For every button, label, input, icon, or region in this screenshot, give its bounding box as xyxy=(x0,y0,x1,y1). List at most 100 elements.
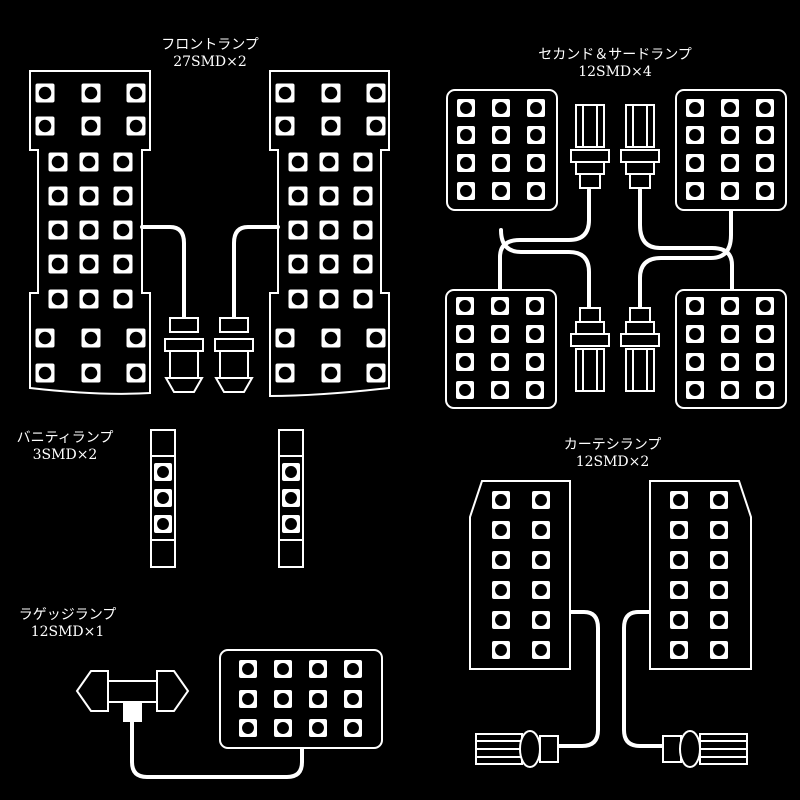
smd-led-lens xyxy=(82,223,96,237)
front-lamp-label: フロントランプ 27SMD×2 xyxy=(145,37,275,71)
smd-led-lens xyxy=(356,189,370,203)
luggage-lamp-spec: 12SMD×1 xyxy=(30,624,105,640)
smd-led-lens xyxy=(724,157,736,169)
smd-led-lens xyxy=(495,185,507,197)
second-third-lamp-label: セカンド＆サードランプ 12SMD×4 xyxy=(515,47,715,81)
courtesy-lamp-left xyxy=(469,480,571,670)
smd-led-lens xyxy=(724,185,736,197)
smd-led-lens xyxy=(82,257,96,271)
smd-led-lens xyxy=(116,257,130,271)
smd-led-lens xyxy=(84,86,98,100)
smd-led-lens xyxy=(530,129,542,141)
vanity-lamp-right xyxy=(278,429,304,568)
smd-led-lens xyxy=(673,554,685,566)
smd-led-lens xyxy=(759,356,771,368)
smd-led-lens xyxy=(713,554,725,566)
courtesy-wire-left xyxy=(556,610,600,748)
smd-led-lens xyxy=(535,644,547,656)
smd-led-lens xyxy=(116,292,130,306)
smd-led-lens xyxy=(759,328,771,340)
smd-led-lens xyxy=(724,328,736,340)
smd-led-lens xyxy=(322,257,336,271)
smd-led-lens xyxy=(724,300,736,312)
smd-led-lens xyxy=(285,466,297,478)
vanity-lamp-label: バニティランプ 3SMD×2 xyxy=(5,430,125,464)
smd-led-lens xyxy=(530,185,542,197)
smd-led-lens xyxy=(689,328,701,340)
smd-led-lens xyxy=(673,614,685,626)
smd-led-lens xyxy=(116,155,130,169)
smd-led-lens xyxy=(724,129,736,141)
smd-led-lens xyxy=(535,614,547,626)
smd-led-lens xyxy=(495,102,507,114)
smd-led-lens xyxy=(673,494,685,506)
smd-led-lens xyxy=(495,614,507,626)
smd-led-lens xyxy=(759,300,771,312)
second-third-panel-top-right xyxy=(675,89,787,211)
smd-led-lens xyxy=(51,223,65,237)
smd-led-lens xyxy=(84,366,98,380)
front-plug-right xyxy=(214,317,254,393)
smd-led-lens xyxy=(38,86,52,100)
smd-led-lens xyxy=(759,157,771,169)
smd-led-lens xyxy=(460,129,472,141)
second-third-bulb-bottom-right xyxy=(620,307,660,392)
smd-led-lens xyxy=(38,366,52,380)
smd-led-lens xyxy=(347,693,359,705)
smd-led-lens xyxy=(759,384,771,396)
smd-led-lens xyxy=(277,663,289,675)
smd-led-lens xyxy=(460,102,472,114)
smd-led-lens xyxy=(322,223,336,237)
smd-led-lens xyxy=(494,328,506,340)
smd-led-lens xyxy=(82,155,96,169)
smd-led-lens xyxy=(347,663,359,675)
smd-led-lens xyxy=(460,157,472,169)
smd-led-lens xyxy=(242,663,254,675)
smd-led-lens xyxy=(495,157,507,169)
smd-led-lens xyxy=(495,584,507,596)
smd-led-lens xyxy=(535,584,547,596)
front-plug-left xyxy=(164,317,204,393)
second-third-lamp-title: セカンド＆サードランプ xyxy=(538,47,692,63)
second-third-panel-bottom-right xyxy=(675,289,787,409)
smd-led-lens xyxy=(495,524,507,536)
smd-led-lens xyxy=(356,155,370,169)
smd-led-lens xyxy=(277,693,289,705)
courtesy-lamp-title: カーテシランプ xyxy=(563,437,662,453)
smd-led-lens xyxy=(82,292,96,306)
smd-led-lens xyxy=(530,102,542,114)
smd-led-lens xyxy=(116,223,130,237)
vanity-lamp-title: バニティランプ xyxy=(16,430,114,446)
smd-led-lens xyxy=(129,119,143,133)
smd-led-lens xyxy=(495,554,507,566)
smd-led-lens xyxy=(759,129,771,141)
smd-led-lens xyxy=(84,331,98,345)
smd-led-lens xyxy=(129,331,143,345)
smd-led-lens xyxy=(713,614,725,626)
smd-led-lens xyxy=(291,257,305,271)
smd-led-lens xyxy=(369,331,383,345)
smd-led-lens xyxy=(291,189,305,203)
luggage-lamp-panel xyxy=(219,649,383,749)
second-third-wire-left xyxy=(498,188,591,310)
smd-led-lens xyxy=(278,119,292,133)
courtesy-connector-left xyxy=(475,730,559,768)
front-lamp-title: フロントランプ xyxy=(161,37,259,53)
smd-led-lens xyxy=(724,356,736,368)
smd-led-lens xyxy=(673,524,685,536)
smd-led-lens xyxy=(535,524,547,536)
smd-led-lens xyxy=(724,102,736,114)
smd-led-lens xyxy=(369,366,383,380)
smd-led-lens xyxy=(529,384,541,396)
courtesy-lamp-right xyxy=(649,480,752,670)
smd-led-lens xyxy=(278,86,292,100)
smd-led-lens xyxy=(713,584,725,596)
smd-led-lens xyxy=(312,693,324,705)
smd-led-lens xyxy=(51,155,65,169)
front-wire-right xyxy=(232,225,280,320)
vanity-lamp-spec: 3SMD×2 xyxy=(32,447,98,463)
second-third-bulb-top-left xyxy=(570,104,610,189)
smd-led-lens xyxy=(495,129,507,141)
smd-led-lens xyxy=(157,492,169,504)
